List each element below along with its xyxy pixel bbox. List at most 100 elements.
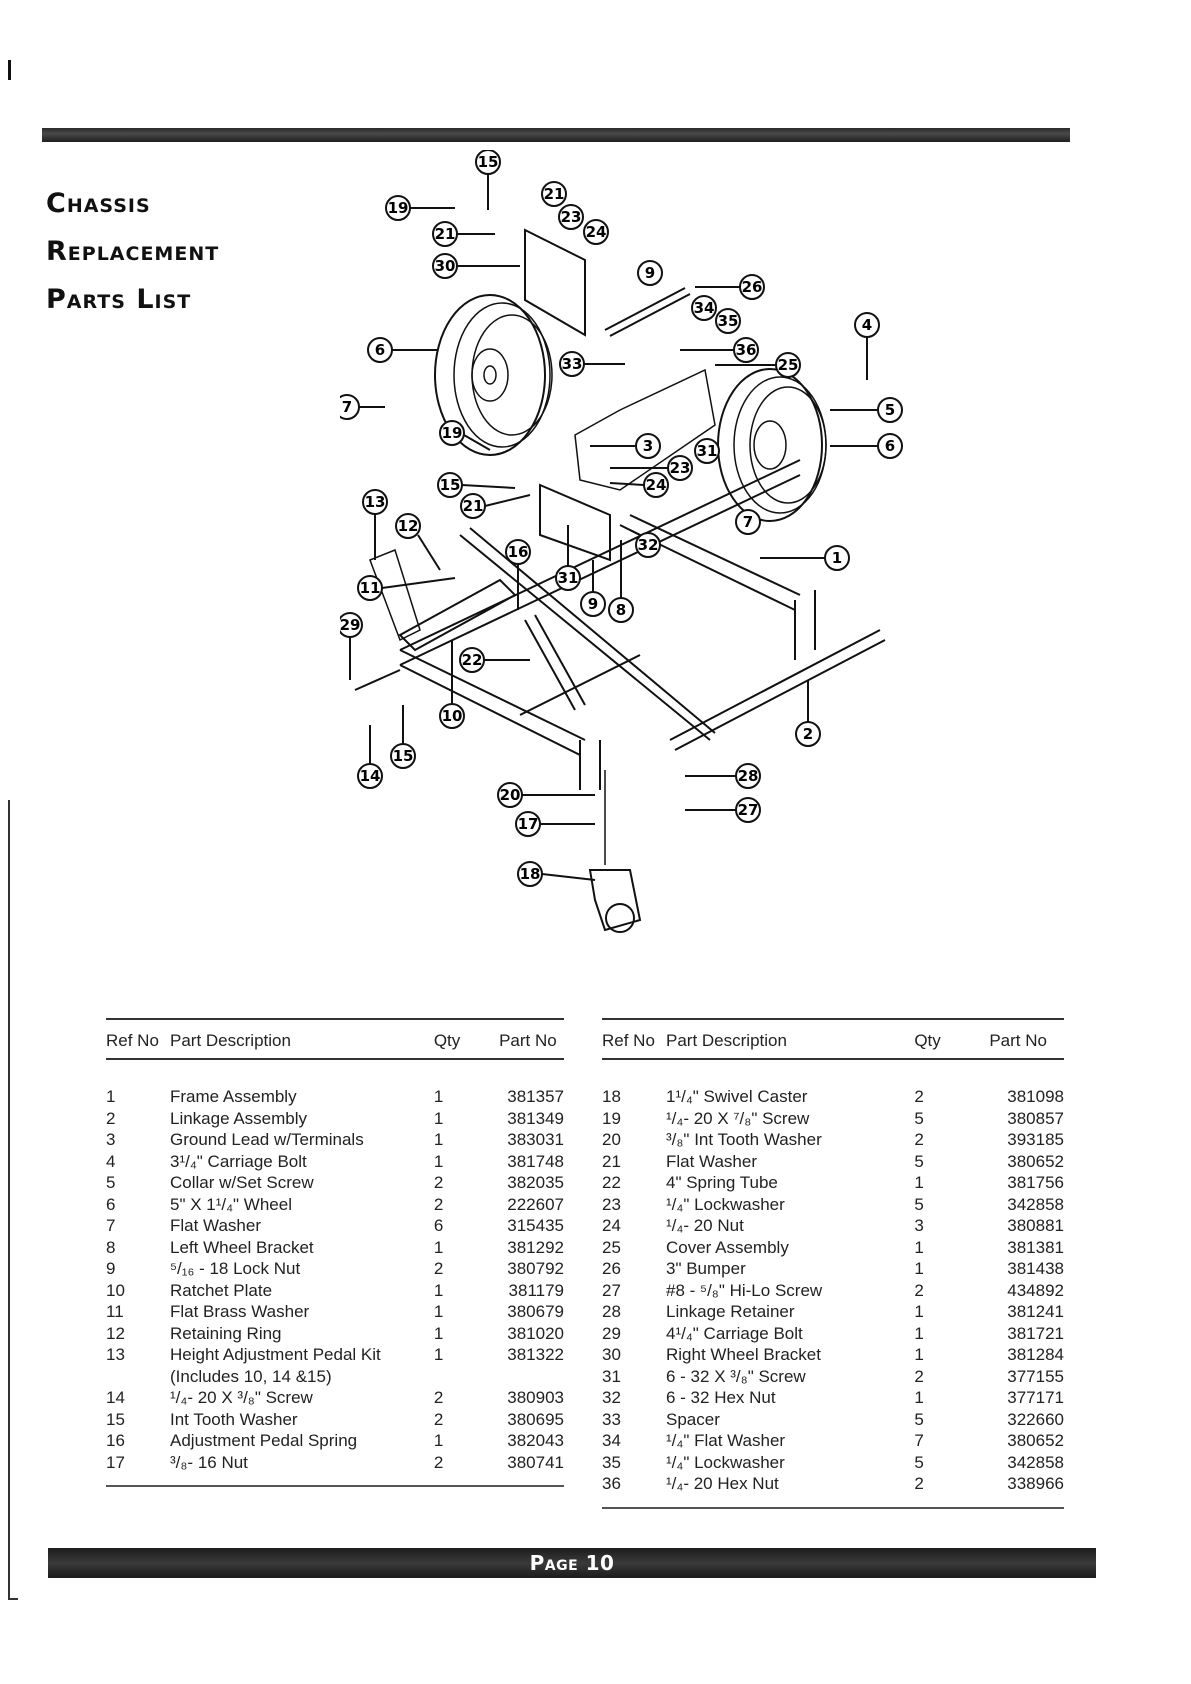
cell-ref-no: 12 bbox=[106, 1323, 125, 1343]
cell-qty: 5 bbox=[914, 1452, 924, 1472]
cell-qty: 2 bbox=[914, 1366, 924, 1386]
svg-text:6: 6 bbox=[885, 437, 895, 455]
footer-bar: Page 10 bbox=[48, 1548, 1096, 1578]
callout-16: 16 bbox=[505, 539, 531, 565]
cell-part-description: Flat Washer bbox=[666, 1151, 758, 1171]
cell-part-description: 4" Spring Tube bbox=[666, 1173, 778, 1192]
cell-qty: 3 bbox=[914, 1216, 924, 1235]
cell-ref-no: 35 bbox=[602, 1452, 621, 1472]
cell-ref-no: 16 bbox=[106, 1431, 125, 1450]
callout-21c: 21 bbox=[460, 493, 486, 519]
cell-qty: 2 bbox=[914, 1130, 924, 1149]
cell-part-no: 381292 bbox=[507, 1237, 564, 1257]
cell-qty: 5 bbox=[914, 1108, 924, 1128]
svg-text:25: 25 bbox=[778, 356, 799, 374]
cell-qty: 1 bbox=[433, 1151, 444, 1171]
cell-ref-no: 34 bbox=[602, 1431, 621, 1450]
cell-ref-no: 19 bbox=[602, 1108, 621, 1128]
callout-31b: 31 bbox=[555, 565, 581, 591]
callout-8: 8 bbox=[608, 597, 634, 623]
cell-ref-no: 22 bbox=[602, 1173, 621, 1192]
cell-qty: 2 bbox=[914, 1087, 924, 1106]
cell-part-no: 322660 bbox=[1007, 1409, 1064, 1429]
cell-qty: 1 bbox=[914, 1302, 924, 1321]
callout-12: 12 bbox=[395, 513, 421, 539]
svg-text:21: 21 bbox=[463, 497, 484, 515]
cell-ref-no: 30 bbox=[602, 1345, 621, 1364]
svg-text:7: 7 bbox=[342, 398, 352, 416]
cell-ref-no: 9 bbox=[106, 1259, 116, 1278]
callout-28: 28 bbox=[735, 763, 761, 789]
cell-part-description: 3¹/₄" Carriage Bolt bbox=[170, 1151, 307, 1171]
callout-26: 26 bbox=[739, 274, 765, 300]
svg-text:34: 34 bbox=[694, 299, 715, 317]
svg-text:17: 17 bbox=[518, 815, 539, 833]
cell-part-description: ³/₈" Int Tooth Washer bbox=[666, 1130, 822, 1149]
col-ref-no: Ref No bbox=[602, 1031, 655, 1050]
callout-29: 29 bbox=[340, 612, 363, 638]
cell-ref-no: 20 bbox=[602, 1130, 621, 1149]
svg-text:16: 16 bbox=[508, 543, 529, 561]
svg-text:21: 21 bbox=[435, 225, 456, 243]
callout-35: 35 bbox=[715, 308, 741, 334]
cell-part-description: ¹/₄- 20 Hex Nut bbox=[666, 1474, 779, 1493]
callout-14: 14 bbox=[357, 763, 383, 789]
callout-21b: 21 bbox=[432, 221, 458, 247]
svg-text:21: 21 bbox=[544, 185, 565, 203]
callout-31a: 31 bbox=[694, 438, 720, 464]
cell-part-description: 6 - 32 Hex Nut bbox=[666, 1388, 776, 1407]
cell-ref-no: 7 bbox=[106, 1216, 116, 1235]
cell-ref-no: 17 bbox=[106, 1452, 125, 1472]
svg-text:15: 15 bbox=[393, 747, 414, 765]
cell-part-no: 381357 bbox=[507, 1087, 564, 1106]
cell-part-no: 381438 bbox=[1007, 1259, 1064, 1278]
page-title: Chassis Replacement Parts List bbox=[46, 180, 219, 324]
cell-part-no: 380903 bbox=[507, 1388, 564, 1407]
svg-text:15: 15 bbox=[478, 153, 499, 171]
callout-20: 20 bbox=[497, 782, 523, 808]
cell-part-no: 342858 bbox=[1007, 1452, 1064, 1472]
cell-part-description: Frame Assembly bbox=[170, 1087, 297, 1106]
cell-qty: 5 bbox=[914, 1151, 924, 1171]
cell-part-description: ³/₈- 16 Nut bbox=[170, 1452, 248, 1472]
cell-ref-no: 25 bbox=[602, 1237, 621, 1257]
cell-qty: 6 bbox=[433, 1216, 444, 1235]
cell-qty: 1 bbox=[914, 1237, 924, 1257]
cell-ref-no: 27 bbox=[602, 1280, 621, 1300]
cell-qty: 2 bbox=[433, 1259, 444, 1278]
cell-qty: 1 bbox=[914, 1388, 924, 1407]
cell-part-description: Left Wheel Bracket bbox=[170, 1237, 314, 1257]
cell-part-description: Spacer bbox=[666, 1409, 720, 1429]
cell-part-no: 381020 bbox=[507, 1323, 564, 1343]
cell-qty: 1 bbox=[433, 1302, 444, 1321]
callout-30: 30 bbox=[432, 253, 458, 279]
cell-part-description: Height Adjustment Pedal Kit bbox=[170, 1345, 381, 1364]
cell-ref-no: 14 bbox=[106, 1388, 125, 1407]
svg-text:15: 15 bbox=[440, 476, 461, 494]
scan-edge-mark bbox=[8, 60, 11, 80]
cell-part-no: 381322 bbox=[507, 1345, 564, 1364]
cell-part-description: ¹/₄- 20 X ⁷/₈" Screw bbox=[666, 1108, 810, 1128]
svg-text:4: 4 bbox=[862, 316, 872, 334]
cell-ref-no: 11 bbox=[106, 1302, 124, 1321]
table-row: (Includes 10, 14 &15) bbox=[106, 1366, 564, 1388]
svg-text:33: 33 bbox=[562, 355, 583, 373]
cell-part-description: 3" Bumper bbox=[666, 1259, 746, 1278]
cell-qty: 5 bbox=[914, 1409, 924, 1429]
col-part-no: Part No bbox=[989, 1031, 1047, 1050]
